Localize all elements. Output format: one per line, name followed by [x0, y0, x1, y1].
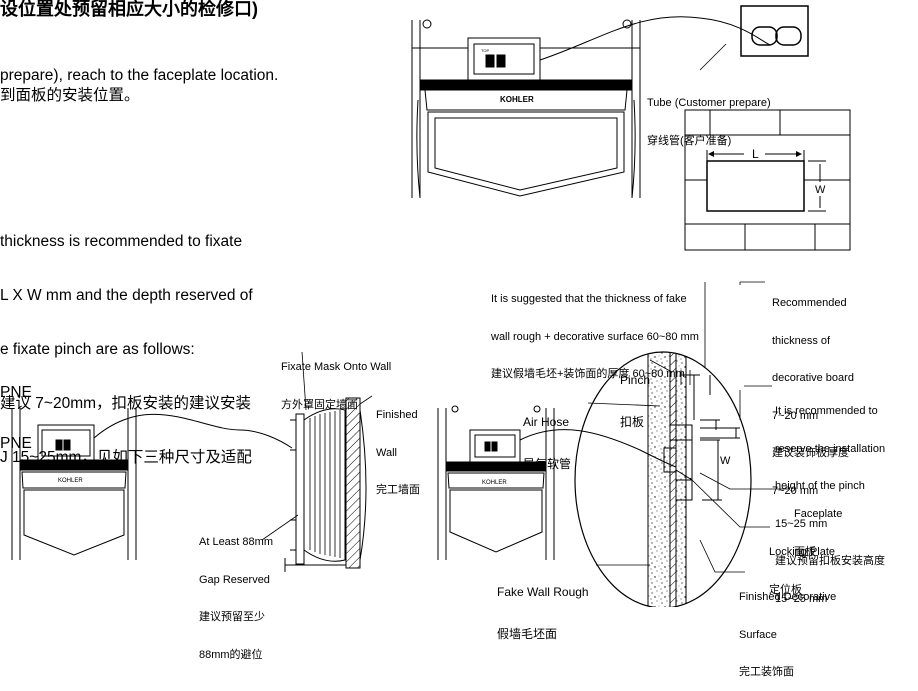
- model-list: PNE PNE: [0, 350, 32, 469]
- heading-cut: 设位置处预留相应大小的检修口): [0, 0, 258, 19]
- tube-label: Tube (Customer prepare) 穿线管(客户准备): [647, 72, 771, 160]
- locking-plate-label-zh: 定位板: [769, 583, 802, 596]
- fixate-mask-label-en: Fixate Mask Onto Wall: [281, 361, 392, 373]
- recommended-board-line: 7~20 mm: [772, 409, 819, 422]
- thickness-note: thickness is recommended to fixate L X W…: [0, 197, 253, 485]
- model-item: PNE: [0, 435, 32, 452]
- air-hose-label-zh: 导气软管: [523, 457, 572, 471]
- outlet-box: [740, 5, 809, 57]
- air-hose-label-en: Air Hose: [523, 415, 570, 429]
- thickness-note-line: 建议 7~20mm，扣板安装的建议安装: [0, 395, 252, 412]
- reserve-height-line: 建议预留扣板安装高度: [775, 555, 885, 567]
- brand-logo-middle: KOHLER: [482, 480, 507, 486]
- diagram-drawing: KOHLER TOP L W: [11, 5, 851, 607]
- finished-wall-label-line: Finished: [376, 409, 418, 421]
- faceplate-label-en: Faceplate: [794, 508, 843, 520]
- dim-L-label: L: [752, 147, 759, 161]
- fake-wall-rough-label: Fake Wall Rough 假墙毛坯面: [497, 557, 589, 655]
- finished-wall-label: Finished Wall 完工墙面: [376, 384, 420, 509]
- wall-opening: [684, 109, 851, 251]
- finished-decorative-line: Finished Decorative: [739, 591, 837, 603]
- thickness-note-line: e fixate pinch are as follows:: [0, 341, 195, 358]
- gap-label: At Least 88mm Gap Reserved 建议预留至少 88mm的避…: [199, 511, 273, 674]
- fixate-mask-label-zh: 方外罩固定墙面: [281, 398, 358, 411]
- gap-label-line: 88mm的避位: [199, 648, 263, 661]
- detail-magnifier: [574, 351, 752, 607]
- finished-wall-label-line: 完工墙面: [376, 484, 420, 496]
- suggest-fake-wall-line: It is suggested that the thickness of fa…: [491, 293, 687, 305]
- recommended-board-line: 7~20 mm: [772, 484, 819, 497]
- pinch-label-zh: 扣板: [620, 415, 645, 429]
- intro-zh: 到面板的安装位置。: [0, 87, 140, 104]
- thickness-note-line: L X W mm and the depth reserved of: [0, 287, 253, 304]
- dim-W-label-detail: W: [720, 455, 731, 467]
- suggest-fake-wall-line: wall rough + decorative surface 60~80 mm: [491, 330, 699, 343]
- tube-leader: [699, 43, 727, 71]
- fake-wall-rough-zh: 假墙毛坯面: [497, 627, 558, 641]
- air-hose-label: Air Hose 导气软管: [523, 387, 571, 485]
- dim-W-label-opening: W: [815, 184, 826, 196]
- suggest-fake-wall-line: 建议假墙毛坯+装饰面的厚度 60~80 mm: [491, 368, 685, 380]
- pinch-label: Pinch 扣板: [620, 345, 650, 443]
- gap-label-line: Gap Reserved: [199, 573, 270, 586]
- recommended-board-line: Recommended: [772, 297, 847, 309]
- callout-leaders: [587, 281, 790, 573]
- suggest-fake-wall-label: It is suggested that the thickness of fa…: [491, 268, 699, 393]
- thickness-note-line: J 15~25mm，见如下三种尺寸及适配: [0, 449, 252, 466]
- reserve-height-line: It is recommended to: [775, 405, 878, 417]
- pinch-label-en: Pinch: [620, 373, 651, 387]
- reserve-height-line: reserve the installation: [775, 442, 886, 455]
- reserve-height-line: height of the pinch: [775, 480, 865, 492]
- intro-en: prepare), reach to the faceplate locatio…: [0, 67, 279, 84]
- fixate-mask-side-view: [284, 397, 367, 572]
- unit-front-view-top: [411, 19, 641, 199]
- fixate-mask-label: Fixate Mask Onto Wall 方外罩固定墙面: [281, 336, 391, 424]
- recommended-board-label: Recommended thickness of decorative boar…: [772, 272, 854, 510]
- reserve-height-label: It is recommended to reserve the install…: [775, 380, 885, 618]
- locking-plate-label-en: Locking Plate: [769, 546, 836, 558]
- brand-logo-left: KOHLER: [58, 478, 83, 484]
- tube-label-en: Tube (Customer prepare): [647, 97, 771, 109]
- unit-front-view-middle: [437, 405, 555, 560]
- fake-wall-rough-en: Fake Wall Rough: [497, 585, 589, 599]
- top-mark-top: TOP: [481, 48, 489, 53]
- finished-decorative-label: Finished Decorative Surface 完工装饰面: [739, 566, 836, 691]
- unit-front-view-left: [11, 408, 137, 560]
- recommended-board-line: thickness of: [772, 334, 831, 347]
- thickness-note-line: thickness is recommended to fixate: [0, 233, 243, 250]
- gap-label-line: 建议预留至少: [199, 611, 265, 623]
- recommended-board-line: 建议装饰板厚度: [772, 447, 849, 459]
- finished-wall-label-line: Wall: [376, 446, 397, 459]
- recommended-board-line: decorative board: [772, 372, 854, 384]
- finished-decorative-line: Surface: [739, 628, 777, 641]
- faceplate-label: Faceplate 面板: [794, 483, 842, 571]
- installation-diagram: KOHLER TOP L W: [0, 0, 885, 678]
- model-item: PNE: [0, 384, 32, 401]
- reserve-height-line: 15~25 mm: [775, 517, 828, 530]
- finished-decorative-line: 完工装饰面: [739, 666, 794, 678]
- reserve-height-line: 15~25 mm: [775, 592, 828, 605]
- gap-label-line: At Least 88mm: [199, 536, 273, 548]
- faceplate-label-zh: 面板: [794, 545, 816, 558]
- brand-logo-top: KOHLER: [500, 95, 534, 104]
- tube-cable: [539, 16, 771, 61]
- locking-plate-label: Locking Plate 定位板: [769, 521, 835, 609]
- hose-left: [93, 413, 293, 449]
- tube-label-zh: 穿线管(客户准备): [647, 134, 732, 147]
